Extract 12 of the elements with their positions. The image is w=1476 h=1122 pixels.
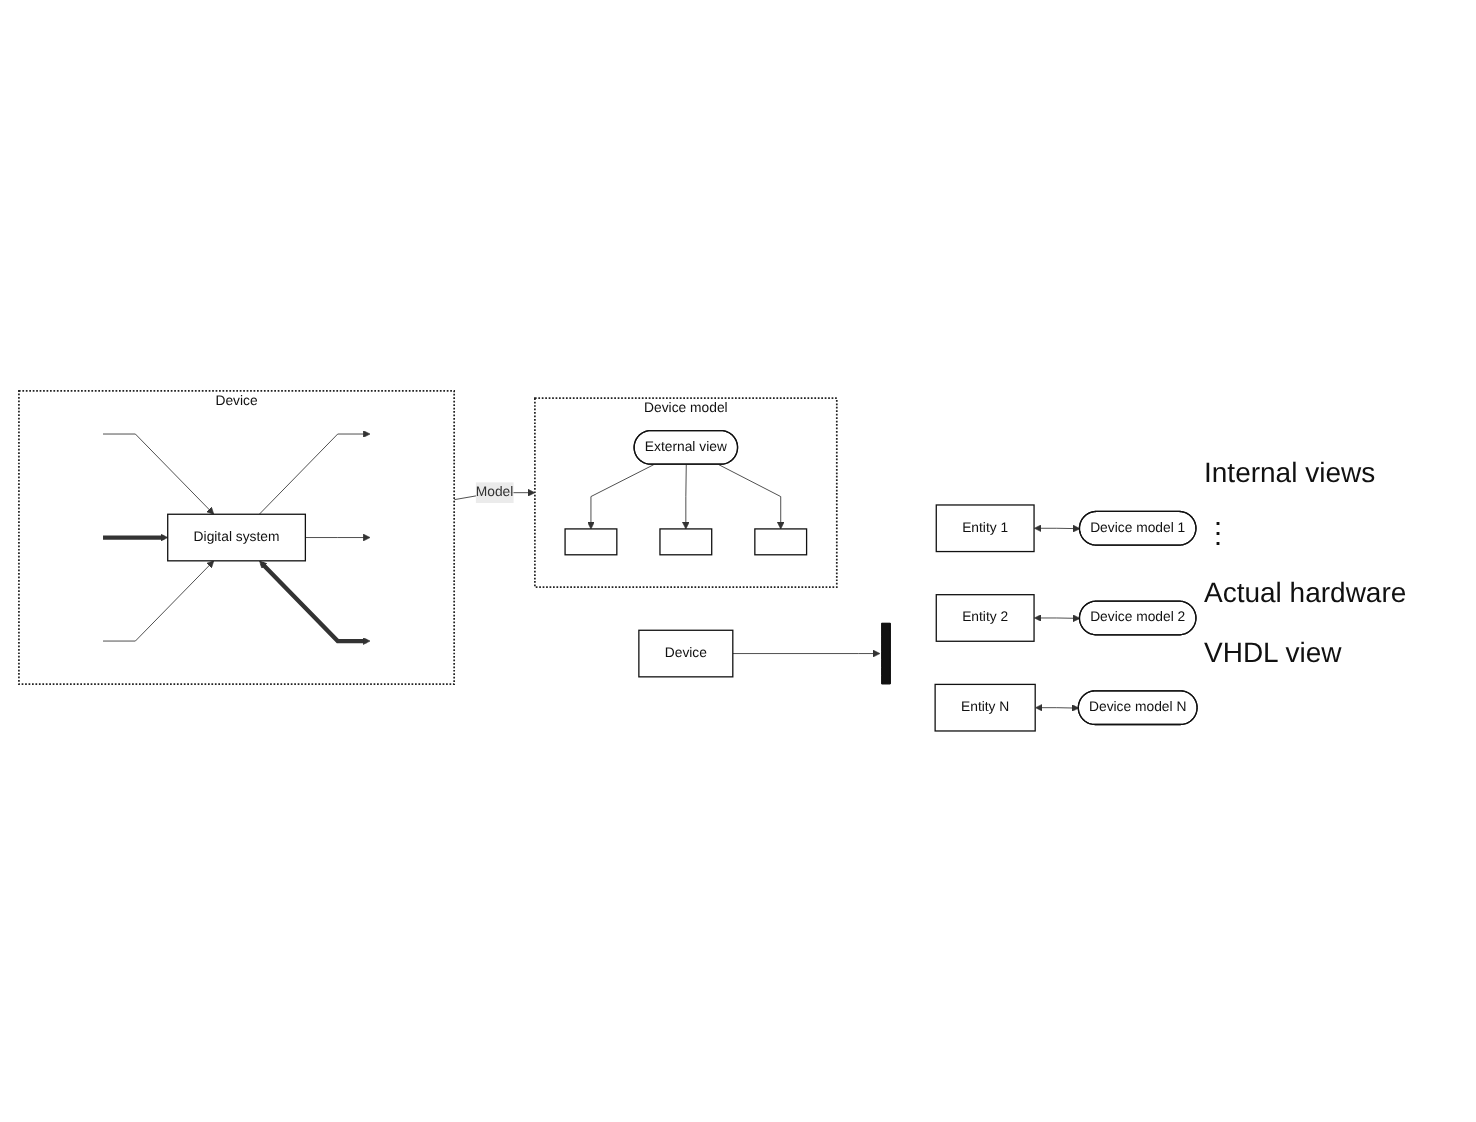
note-text: ⋮ (1204, 515, 1234, 547)
arrow (1035, 703, 1080, 712)
node-box (564, 528, 618, 556)
note-text: VHDL view (1204, 635, 1344, 667)
note-text: Internal views (1204, 455, 1378, 487)
node-box (754, 528, 808, 556)
arrow (1034, 614, 1081, 623)
node-box (659, 528, 713, 556)
note-text: Actual hardware (1204, 575, 1409, 607)
arrow (1034, 524, 1081, 533)
arrow (103, 533, 169, 542)
arrow (259, 560, 371, 645)
